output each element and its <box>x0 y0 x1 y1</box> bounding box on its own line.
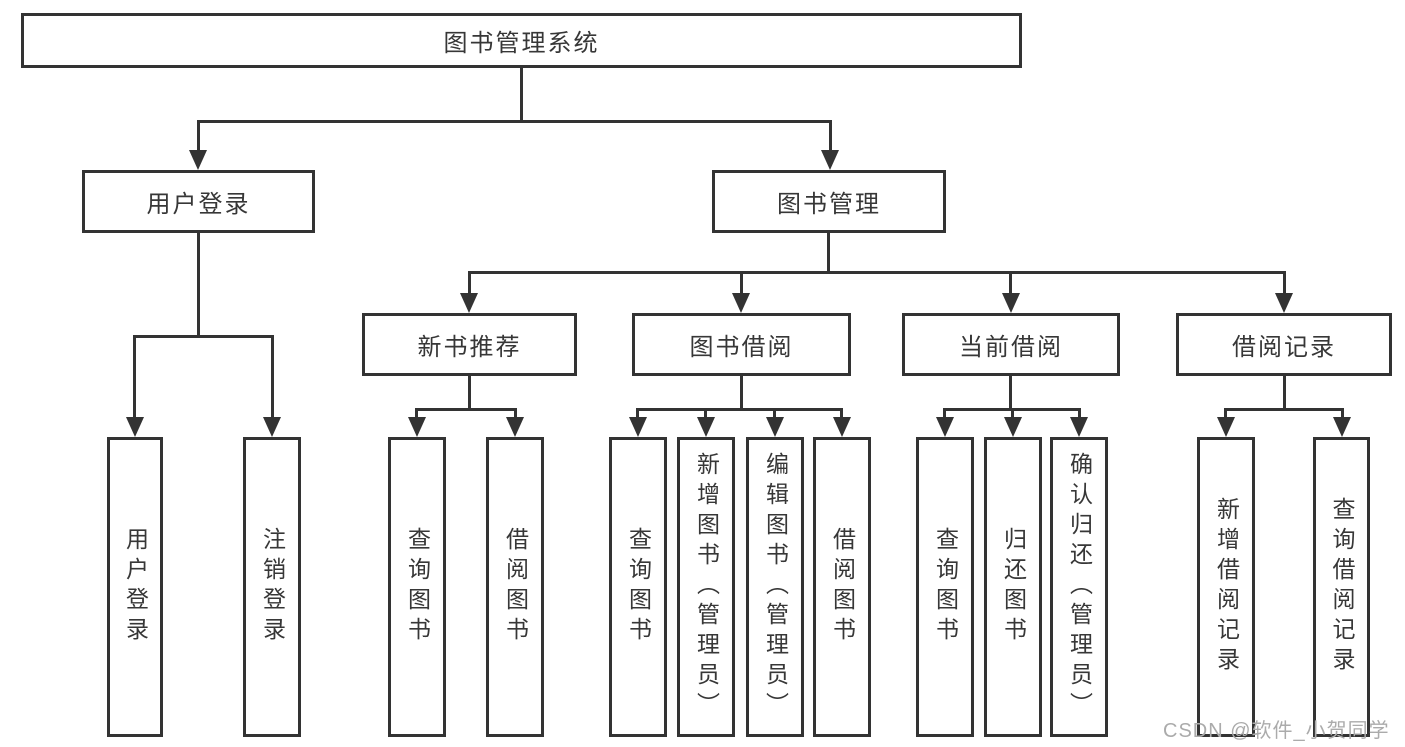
connector-line <box>829 120 832 154</box>
leaf-add-borrow-record: 新增借阅记录 <box>1197 437 1255 737</box>
arrow-down-icon <box>732 293 750 313</box>
connector-line <box>943 408 946 420</box>
arrow-down-icon <box>126 417 144 437</box>
arrow-down-icon <box>189 150 207 170</box>
arrow-down-icon <box>408 417 426 437</box>
connector-line <box>468 271 1286 274</box>
arrow-down-icon <box>936 417 954 437</box>
leaf-query-books: 查询图书 <box>916 437 974 737</box>
arrow-down-icon <box>821 150 839 170</box>
connector-line <box>415 408 418 420</box>
leaf-borrow-books: 借阅图书 <box>813 437 871 737</box>
arrow-down-icon <box>629 417 647 437</box>
connector-line <box>197 120 832 123</box>
arrow-down-icon <box>1002 293 1020 313</box>
connector-line <box>133 335 274 338</box>
connector-line <box>415 408 517 411</box>
connector-line <box>468 271 471 297</box>
leaf-query-borrow-record: 查询借阅记录 <box>1313 437 1370 737</box>
arrow-down-icon <box>1333 417 1351 437</box>
connector-line <box>271 335 274 421</box>
leaf-query-books: 查询图书 <box>388 437 446 737</box>
connector-line <box>1224 408 1227 420</box>
connector-line <box>520 68 523 122</box>
arrow-down-icon <box>1275 293 1293 313</box>
node-current-borrowing: 当前借阅 <box>902 313 1120 376</box>
connector-line <box>1283 376 1286 411</box>
connector-line <box>740 271 743 297</box>
node-library-management-system: 图书管理系统 <box>21 13 1022 68</box>
connector-line <box>1224 408 1344 411</box>
arrow-down-icon <box>1070 417 1088 437</box>
leaf-edit-books-admin: 编辑图书（管理员） <box>746 437 804 737</box>
leaf-borrow-books: 借阅图书 <box>486 437 544 737</box>
arrow-down-icon <box>1217 417 1235 437</box>
leaf-user-login: 用户登录 <box>107 437 163 737</box>
connector-line <box>1009 376 1012 411</box>
connector-line <box>1078 408 1081 420</box>
connector-line <box>740 376 743 411</box>
connector-line <box>636 408 639 420</box>
leaf-confirm-return-admin: 确认归还（管理员） <box>1050 437 1108 737</box>
leaf-add-books-admin: 新增图书（管理员） <box>677 437 735 737</box>
connector-line <box>1011 408 1014 420</box>
connector-line <box>1283 271 1286 297</box>
connector-line <box>773 408 776 420</box>
connector-line <box>1009 271 1012 297</box>
connector-line <box>827 233 830 274</box>
node-user-login: 用户登录 <box>82 170 315 233</box>
arrow-down-icon <box>460 293 478 313</box>
csdn-watermark: CSDN @软件_小贺同学 <box>1163 720 1390 742</box>
node-book-management: 图书管理 <box>712 170 946 233</box>
connector-line <box>197 233 200 335</box>
connector-line <box>197 120 200 154</box>
leaf-return-books: 归还图书 <box>984 437 1042 737</box>
arrow-down-icon <box>263 417 281 437</box>
node-borrowing-records: 借阅记录 <box>1176 313 1392 376</box>
node-book-borrowing: 图书借阅 <box>632 313 851 376</box>
connector-line <box>514 408 517 420</box>
connector-line <box>840 408 843 420</box>
arrow-down-icon <box>833 417 851 437</box>
leaf-query-books: 查询图书 <box>609 437 667 737</box>
connector-line <box>1341 408 1344 420</box>
arrow-down-icon <box>697 417 715 437</box>
connector-line <box>468 376 471 411</box>
arrow-down-icon <box>766 417 784 437</box>
connector-line <box>704 408 707 420</box>
connector-line <box>133 335 136 421</box>
arrow-down-icon <box>506 417 524 437</box>
leaf-logout: 注销登录 <box>243 437 301 737</box>
arrow-down-icon <box>1004 417 1022 437</box>
node-new-book-recommendation: 新书推荐 <box>362 313 577 376</box>
connector-line <box>636 408 843 411</box>
